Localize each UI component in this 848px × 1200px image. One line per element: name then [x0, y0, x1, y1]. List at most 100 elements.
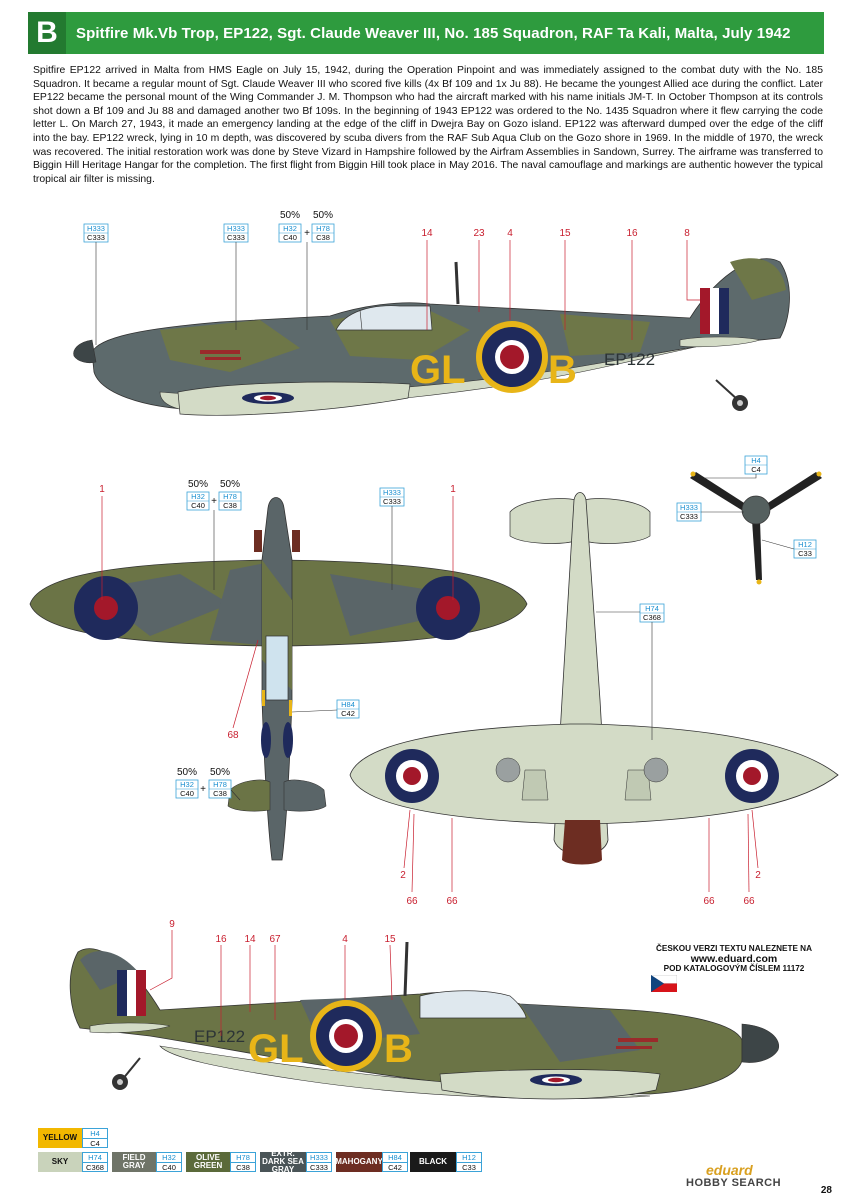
propeller-diagram: H4 C4 H333 C333 H12 C33 — [676, 455, 822, 585]
legend-h-code: H84 — [383, 1153, 407, 1163]
legend-h-code: H74 — [83, 1153, 107, 1163]
callout-number: 67 — [269, 934, 281, 945]
legend-swatch: YELLOW — [38, 1128, 82, 1148]
legend-h-code: H333 — [307, 1153, 331, 1163]
legend-swatch: BLACK — [410, 1152, 456, 1172]
legend-h-code: H12 — [457, 1153, 481, 1163]
callout-number: 66 — [406, 896, 418, 907]
callout-number: 15 — [559, 228, 571, 239]
mix-label: + — [200, 784, 206, 795]
side-profile-left: GL B EP122 — [73, 258, 790, 416]
paint-code-h: H74 — [645, 604, 659, 613]
page-number: 28 — [820, 1185, 832, 1196]
legend-swatch: OLIVE GREEN — [186, 1152, 230, 1172]
paint-code-h: H78 — [316, 224, 330, 233]
legend-c-code: C368 — [86, 1163, 104, 1172]
callouts-plan-top: 1 1 68 50% 50% H32 C40 + H78 C38 H333 C3… — [99, 479, 456, 801]
callout-number: 4 — [342, 934, 348, 945]
callout-number: 1 — [450, 484, 456, 495]
callout-number: 68 — [227, 730, 239, 741]
czech-flag-icon — [651, 975, 677, 992]
paint-code-h: H78 — [223, 492, 237, 501]
paint-code-h: H333 — [680, 503, 698, 512]
legend-c-code: C4 — [90, 1139, 100, 1148]
eduard-url[interactable]: www.eduard.com — [690, 953, 778, 965]
czech-note-line3: POD KATALOGOVÝM ČÍSLEM 11172 — [663, 964, 805, 973]
callout-number: 2 — [755, 870, 761, 881]
legend-h-code: H32 — [157, 1153, 181, 1163]
paint-code-h: H78 — [213, 780, 227, 789]
callout-number: 66 — [703, 896, 715, 907]
paint-code-c: C333 — [87, 233, 105, 242]
legend-h-code: H4 — [83, 1129, 107, 1139]
callout-number: 66 — [446, 896, 458, 907]
paint-code-h: H32 — [180, 780, 194, 789]
callout-number: 23 — [473, 228, 485, 239]
mix-label: 50% — [313, 210, 333, 221]
legend-c-code: C38 — [236, 1163, 250, 1172]
code-right-bottom: B — [384, 1027, 413, 1071]
czech-note: ČESKOU VERZI TEXTU NALEZNETE NA www.edua… — [614, 944, 848, 974]
eduard-logo: eduard — [706, 1162, 753, 1178]
callouts-plan-bottom: 2 2 66 66 66 66 H74 C368 — [400, 603, 761, 907]
mix-label: 50% — [210, 767, 230, 778]
side-profile-right: GL B EP122 — [69, 941, 780, 1100]
paint-code-h: H4 — [751, 456, 761, 465]
mix-label: 50% — [188, 479, 208, 490]
paint-code-c: C40 — [180, 789, 194, 798]
plan-view-top — [29, 497, 528, 861]
callout-number: 9 — [169, 919, 175, 930]
history-text: Spitfire EP122 arrived in Malta from HMS… — [33, 65, 823, 185]
paint-code-h: H333 — [227, 224, 245, 233]
mix-label: 50% — [177, 767, 197, 778]
paint-code-h: H333 — [383, 488, 401, 497]
profile-header: B Spitfire Mk.Vb Trop, EP122, Sgt. Claud… — [28, 12, 824, 54]
czech-note-line1: ČESKOU VERZI TEXTU NALEZNETE NA — [655, 944, 813, 953]
callout-number: 8 — [684, 228, 690, 239]
paint-code-h: H12 — [798, 540, 812, 549]
callout-number: 15 — [384, 934, 396, 945]
mix-label: 50% — [220, 479, 240, 490]
code-left-top: GL — [410, 348, 466, 392]
paint-code-h: H84 — [341, 700, 355, 709]
paint-code-c: C40 — [191, 501, 205, 510]
paint-code-c: C333 — [680, 512, 698, 521]
paint-code-c: C42 — [341, 709, 355, 718]
serial-bottom: EP122 — [194, 1027, 245, 1046]
callout-number: 16 — [626, 228, 638, 239]
paint-code-c: C38 — [223, 501, 237, 510]
paint-code-c: C38 — [213, 789, 227, 798]
callout-number: 66 — [743, 896, 755, 907]
callout-number: 14 — [244, 934, 256, 945]
legend-swatch: SKY — [38, 1152, 82, 1172]
paint-code-h: H333 — [87, 224, 105, 233]
serial-top: EP122 — [604, 350, 655, 369]
callout-number: 14 — [421, 228, 433, 239]
code-left-bottom: GL — [248, 1027, 304, 1071]
paint-code-c: C33 — [798, 549, 812, 558]
legend-swatch: EXTR. DARK SEA GRAY — [260, 1150, 306, 1174]
callout-number: 4 — [507, 228, 513, 239]
paint-code-c: C38 — [316, 233, 330, 242]
callout-number: 2 — [400, 870, 406, 881]
legend-h-code: H78 — [231, 1153, 255, 1163]
callout-number: 16 — [215, 934, 227, 945]
mix-label: 50% — [280, 210, 300, 221]
profile-title: Spitfire Mk.Vb Trop, EP122, Sgt. Claude … — [76, 24, 791, 42]
legend-swatch: FIELD GRAY — [112, 1152, 156, 1172]
paint-code-c: C333 — [227, 233, 245, 242]
legend-c-code: C42 — [388, 1163, 402, 1172]
paint-code-c: C368 — [643, 613, 661, 622]
paint-code-h: H32 — [283, 224, 297, 233]
